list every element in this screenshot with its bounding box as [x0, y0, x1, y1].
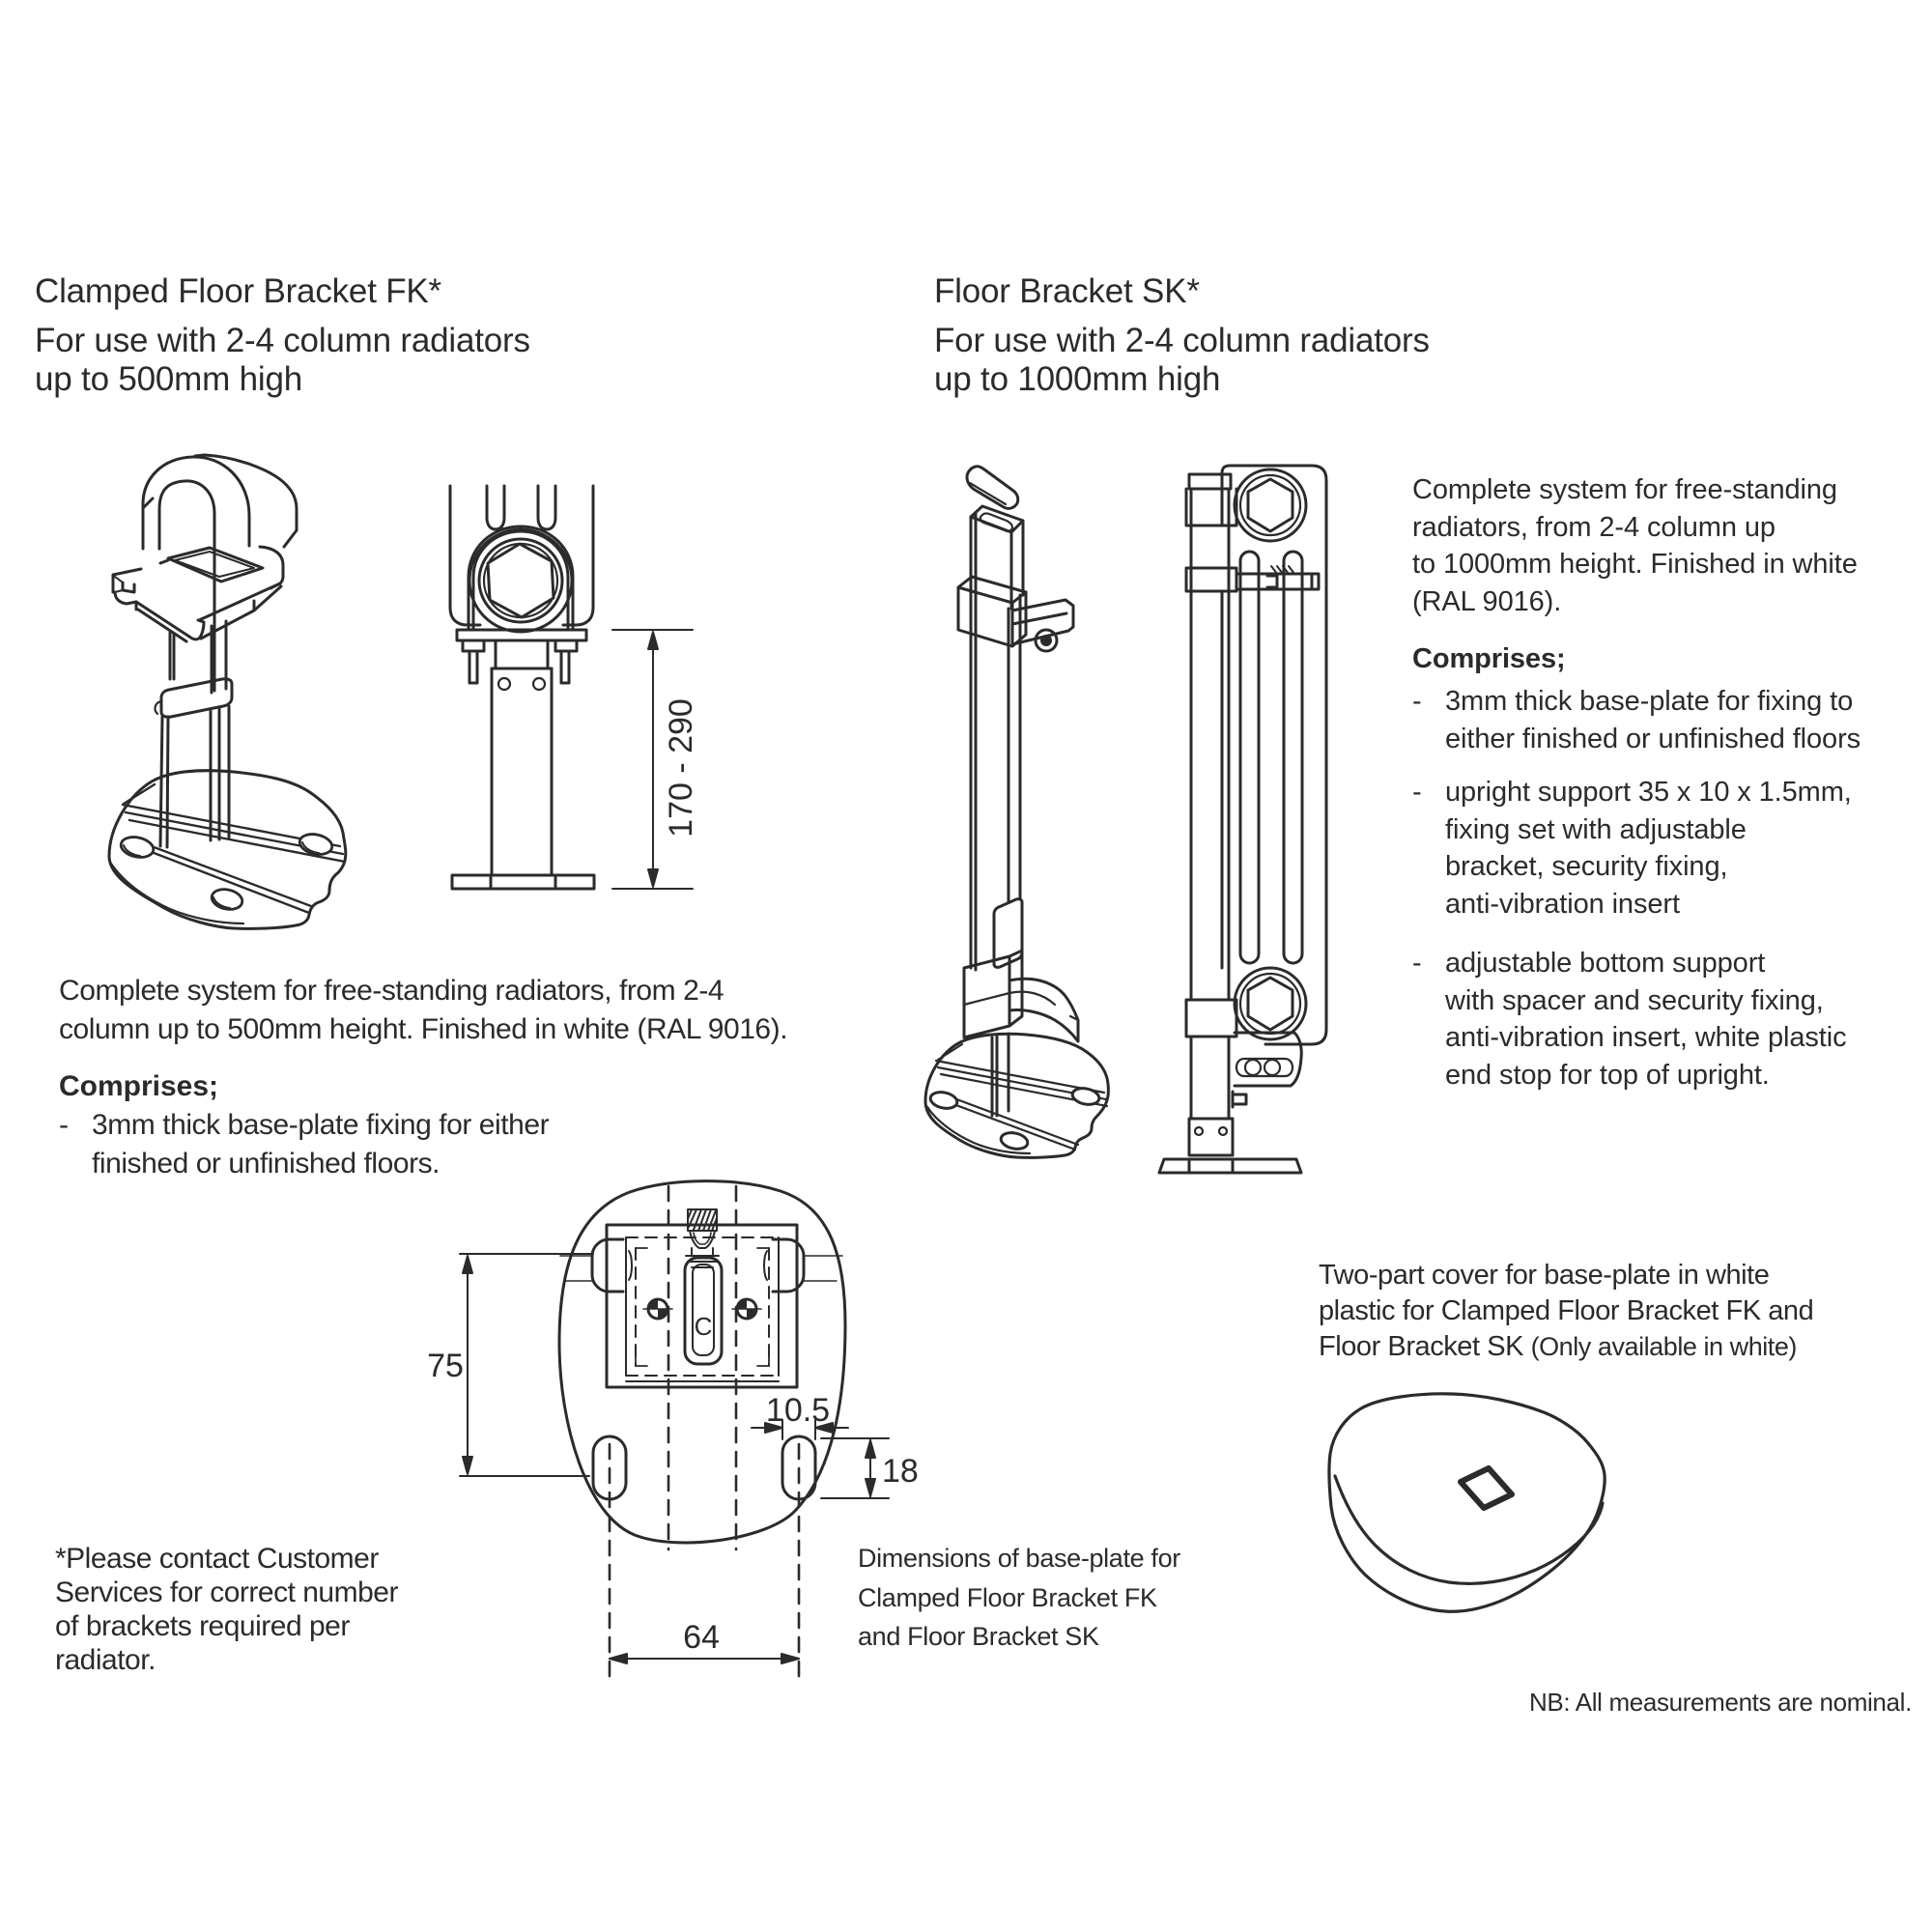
svg-text:75: 75 — [427, 1348, 464, 1384]
svg-text:64: 64 — [683, 1619, 720, 1656]
svg-text:170 - 290: 170 - 290 — [663, 698, 699, 838]
svg-text:C: C — [695, 1312, 713, 1341]
svg-text:18: 18 — [882, 1453, 919, 1490]
svg-text:10.5: 10.5 — [766, 1392, 830, 1429]
